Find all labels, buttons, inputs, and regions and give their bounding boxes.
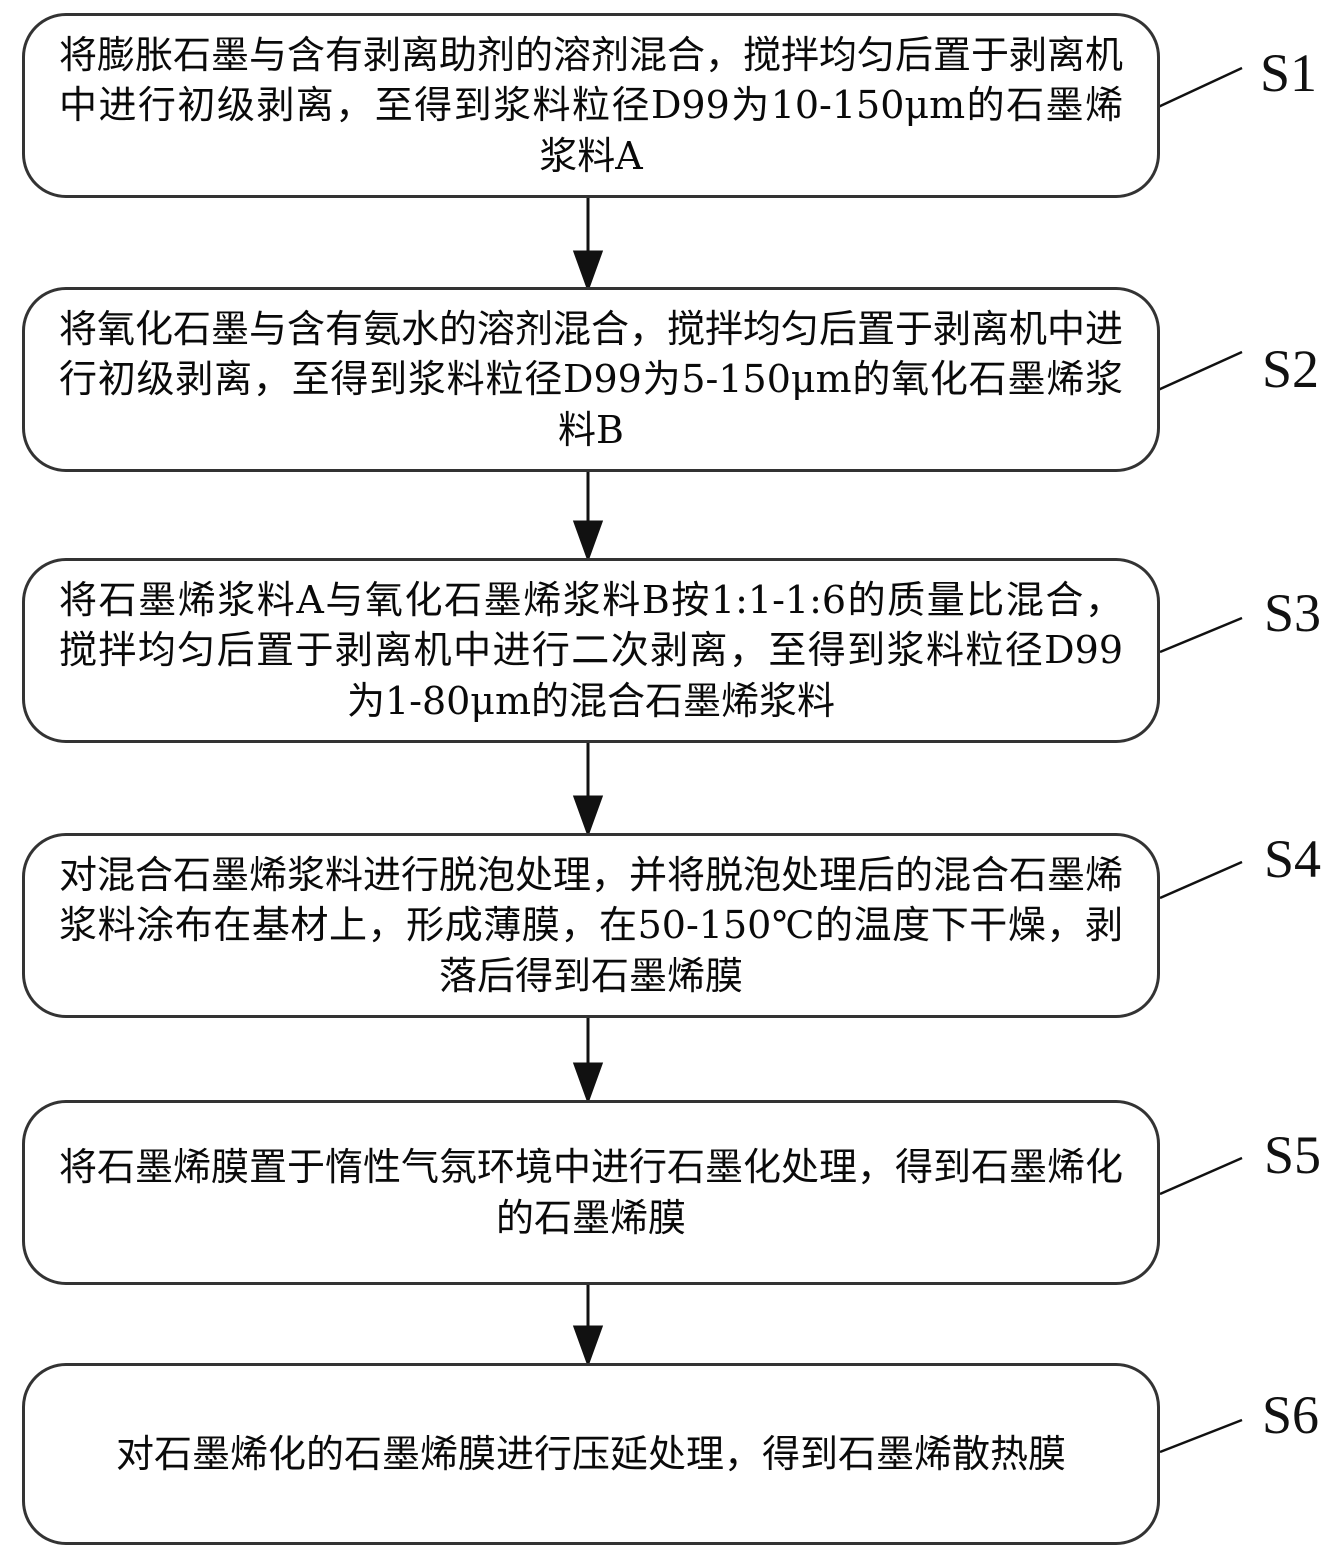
step-box-s2: 将氧化石墨与含有氨水的溶剂混合，搅拌均匀后置于剥离机中进行初级剥离，至得到浆料粒… (22, 287, 1160, 472)
leader-line-s3 (1159, 616, 1243, 654)
step-text-s4: 对混合石墨烯浆料进行脱泡处理，并将脱泡处理后的混合石墨烯浆料涂布在基材上，形成薄… (59, 853, 1124, 998)
leader-line-s6 (1159, 1418, 1243, 1454)
step-text-s2: 将氧化石墨与含有氨水的溶剂混合，搅拌均匀后置于剥离机中进行初级剥离，至得到浆料粒… (59, 307, 1124, 452)
step-label-s3: S3 (1264, 583, 1322, 643)
leader-line-s1 (1155, 66, 1243, 110)
step-text-s1: 将膨胀石墨与含有剥离助剂的溶剂混合，搅拌均匀后置于剥离机中进行初级剥离，至得到浆… (59, 33, 1124, 178)
step-label-s1: S1 (1260, 43, 1318, 103)
step-box-s3: 将石墨烯浆料A与氧化石墨烯浆料B按1:1-1:6的质量比混合，搅拌均匀后置于剥离… (22, 558, 1160, 743)
step-box-s6: 对石墨烯化的石墨烯膜进行压延处理，得到石墨烯散热膜 (22, 1363, 1160, 1545)
arrow-head-icon (572, 795, 604, 838)
leader-line-s4 (1159, 860, 1243, 900)
step-text-s3: 将石墨烯浆料A与氧化石墨烯浆料B按1:1-1:6的质量比混合，搅拌均匀后置于剥离… (59, 578, 1123, 723)
step-label-s5: S5 (1264, 1125, 1322, 1185)
step-label-s2: S2 (1262, 339, 1320, 399)
step-label-s6: S6 (1262, 1385, 1320, 1445)
leader-line-s5 (1159, 1156, 1243, 1196)
step-leader-lines (1155, 66, 1243, 1454)
step-text-s6: 对石墨烯化的石墨烯膜进行压延处理，得到石墨烯散热膜 (115, 1431, 1066, 1476)
arrow-head-icon (572, 250, 604, 293)
step-box-s4: 对混合石墨烯浆料进行脱泡处理，并将脱泡处理后的混合石墨烯浆料涂布在基材上，形成薄… (22, 833, 1160, 1018)
step-box-s1: 将膨胀石墨与含有剥离助剂的溶剂混合，搅拌均匀后置于剥离机中进行初级剥离，至得到浆… (22, 13, 1160, 198)
step-label-s4: S4 (1264, 829, 1322, 889)
arrow-head-icon (572, 520, 604, 563)
flow-arrows (572, 198, 604, 1368)
leader-line-s2 (1157, 350, 1243, 392)
step-text-s5: 将石墨烯膜置于惰性气氛环境中进行石墨化处理，得到石墨烯化的石墨烯膜 (59, 1145, 1124, 1240)
arrow-head-icon (572, 1325, 604, 1368)
arrow-head-icon (572, 1062, 604, 1105)
step-box-s5: 将石墨烯膜置于惰性气氛环境中进行石墨化处理，得到石墨烯化的石墨烯膜 (22, 1100, 1160, 1285)
